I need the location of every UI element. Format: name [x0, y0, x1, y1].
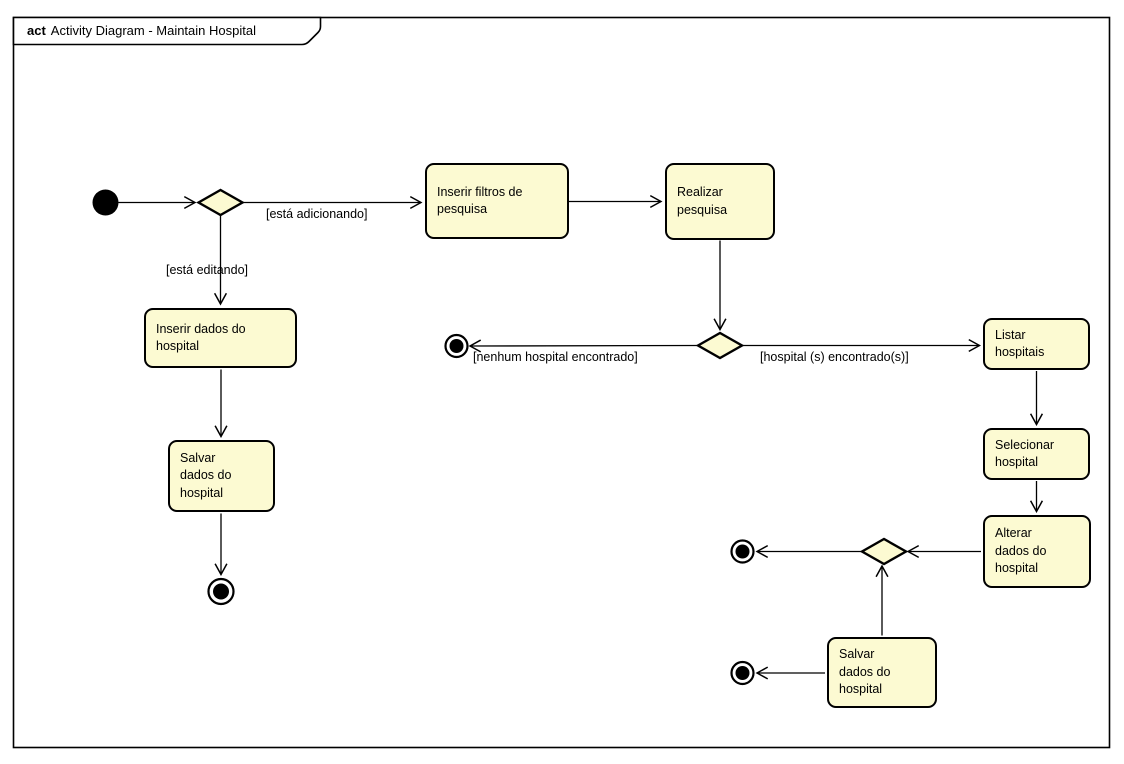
merge-after-alterar[interactable]	[859, 537, 909, 566]
initial-node[interactable]	[92, 189, 119, 216]
activity-listar-hospitais[interactable]: Listar hospitais	[983, 318, 1090, 370]
guard-label-esta-editando: [está editando]	[166, 263, 249, 277]
activity-label: Salvar dados do hospital	[180, 450, 232, 500]
activity-salvar-dados-right[interactable]: Salvar dados do hospital	[827, 637, 937, 708]
final-node-after-merge[interactable]	[730, 539, 755, 564]
frame-title-text: Activity Diagram - Maintain Hospital	[50, 23, 256, 38]
final-node-after-salvar-left[interactable]	[207, 577, 235, 606]
activity-inserir-dados-do-hospital[interactable]: Inserir dados do hospital	[144, 308, 297, 368]
decision-hospital-found[interactable]	[695, 331, 745, 360]
diagram-frame	[12, 16, 1111, 749]
activity-label: Inserir dados do hospital	[156, 321, 246, 354]
activity-label: Inserir filtros de pesquisa	[437, 184, 523, 217]
activity-label: Salvar dados do hospital	[839, 647, 891, 697]
frame-tab	[12, 16, 322, 46]
decision-add-or-edit[interactable]	[196, 188, 245, 217]
activity-label: Listar hospitais	[995, 327, 1045, 360]
frame-keyword: act	[27, 23, 46, 38]
final-node-no-hospital[interactable]	[444, 333, 469, 359]
guard-label-nenhum-hospital-encontrado: [nenhum hospital encontrado]	[473, 350, 638, 364]
activity-label: Realizar pesquisa	[677, 185, 728, 217]
guard-label-esta-adicionando: [está adicionando]	[266, 207, 368, 221]
activity-selecionar-hospital[interactable]: Selecionar hospital	[983, 428, 1090, 480]
activity-realizar-pesquisa[interactable]: Realizar pesquisa	[665, 163, 775, 240]
activity-label: Alterar dados do hospital	[995, 526, 1047, 576]
activity-label: Selecionar hospital	[995, 437, 1055, 470]
frame-title: act Activity Diagram - Maintain Hospital	[27, 23, 256, 39]
guard-label-hospital-encontrado: [hospital (s) encontrado(s)]	[760, 350, 909, 364]
activity-inserir-filtros-de-pesquisa[interactable]: Inserir filtros de pesquisa	[425, 163, 569, 239]
activity-salvar-dados-left[interactable]: Salvar dados do hospital	[168, 440, 275, 512]
final-node-after-salvar-right[interactable]	[730, 660, 755, 686]
activity-alterar-dados-do-hospital[interactable]: Alterar dados do hospital	[983, 515, 1091, 588]
edge-decision2-to-final1	[468, 339, 699, 353]
